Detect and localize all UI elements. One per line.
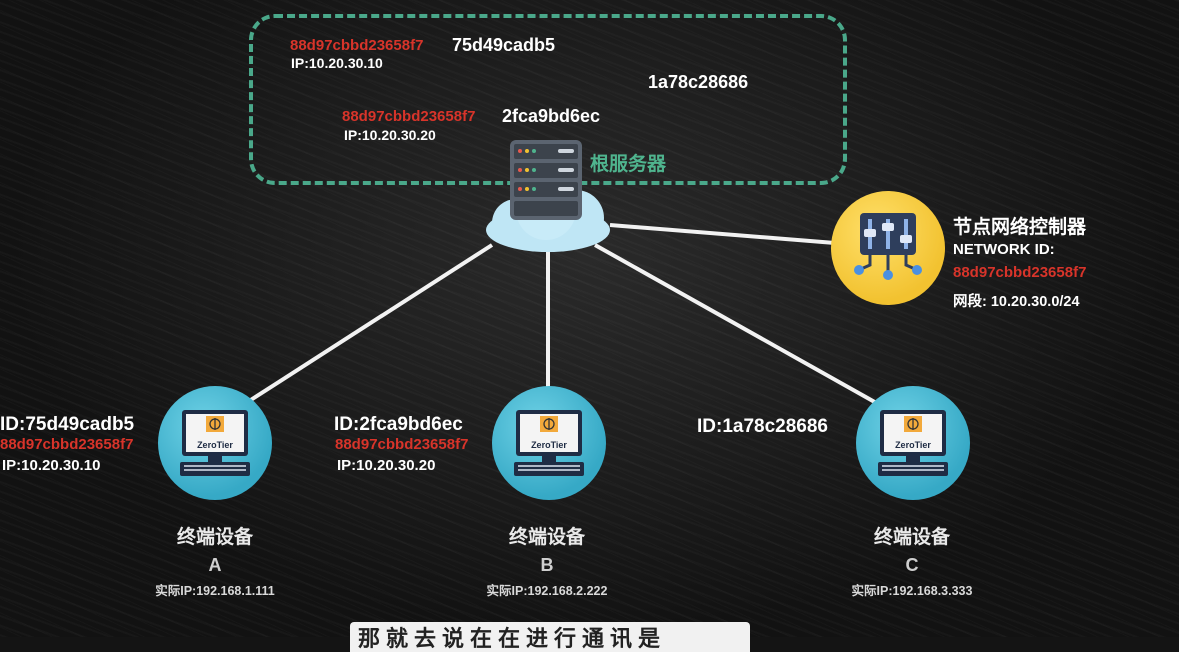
- link-cloud-controller: [609, 223, 836, 245]
- terminal-b-node: ZeroTier: [492, 386, 606, 500]
- entry-2-ip: IP:10.20.30.20: [344, 127, 436, 143]
- controller-network-id-label: NETWORK ID:: [953, 241, 1055, 258]
- controller-node: [831, 191, 945, 305]
- link-cloud-terminal-c: [594, 243, 881, 407]
- terminal-a-label: 终端设备: [176, 527, 253, 548]
- entry-1-network-id: 88d97cbbd23658f7: [290, 37, 424, 54]
- terminal-b-ip: IP:10.20.30.20: [337, 457, 436, 474]
- controller-segment: 网段: 10.20.30.0/24: [953, 294, 1080, 310]
- terminal-c-id: ID:1a78c28686: [697, 416, 828, 437]
- entry-2-node-id: 2fca9bd6ec: [502, 106, 601, 126]
- zerotier-computer-icon: ZeroTier: [878, 410, 948, 476]
- entry-2-network-id: 88d97cbbd23658f7: [342, 108, 476, 125]
- terminal-b-id: ID:2fca9bd6ec: [334, 414, 463, 435]
- terminal-a-node: ZeroTier: [158, 386, 272, 500]
- zerotier-logo-text: ZeroTier: [895, 440, 931, 450]
- terminal-b-label: 终端设备: [508, 527, 585, 548]
- terminal-a-letter: A: [208, 555, 222, 575]
- connection-lines: [241, 223, 881, 407]
- entry-1-node-id: 75d49cadb5: [452, 35, 556, 55]
- zerotier-logo-text: ZeroTier: [531, 440, 567, 450]
- root-server-label: 根服务器: [590, 154, 667, 175]
- terminal-c-node: ZeroTier: [856, 386, 970, 500]
- terminal-a-id: ID:75d49cadb5: [0, 414, 135, 435]
- link-cloud-terminal-a: [241, 243, 494, 407]
- controller-title: 节点网络控制器: [953, 217, 1087, 238]
- terminal-b-real-ip: 实际IP:192.168.2.222: [486, 584, 608, 598]
- background: [0, 0, 1179, 637]
- terminal-b-network-id: 88d97cbbd23658f7: [335, 436, 469, 453]
- zerotier-computer-icon: ZeroTier: [514, 410, 584, 476]
- entry-1-ip: IP:10.20.30.10: [291, 55, 383, 71]
- subtitle-caption: 那就去说在在进行通讯是: [350, 622, 750, 652]
- controller-network-id: 88d97cbbd23658f7: [953, 264, 1087, 281]
- server-rack-icon: [510, 140, 582, 220]
- terminal-c-letter: C: [905, 555, 919, 575]
- terminal-b-letter: B: [540, 555, 554, 575]
- zerotier-logo-text: ZeroTier: [197, 440, 233, 450]
- lone-node-id: 1a78c28686: [648, 72, 749, 92]
- terminal-c-real-ip: 实际IP:192.168.3.333: [851, 584, 973, 598]
- zerotier-computer-icon: ZeroTier: [180, 410, 250, 476]
- terminal-a-ip: IP:10.20.30.10: [2, 457, 101, 474]
- terminal-a-network-id: 88d97cbbd23658f7: [0, 436, 134, 453]
- cloud-server-group: [486, 140, 610, 252]
- terminal-c-label: 终端设备: [873, 527, 950, 548]
- control-sliders-icon: [854, 213, 922, 280]
- terminal-a-real-ip: 实际IP:192.168.1.111: [155, 584, 275, 598]
